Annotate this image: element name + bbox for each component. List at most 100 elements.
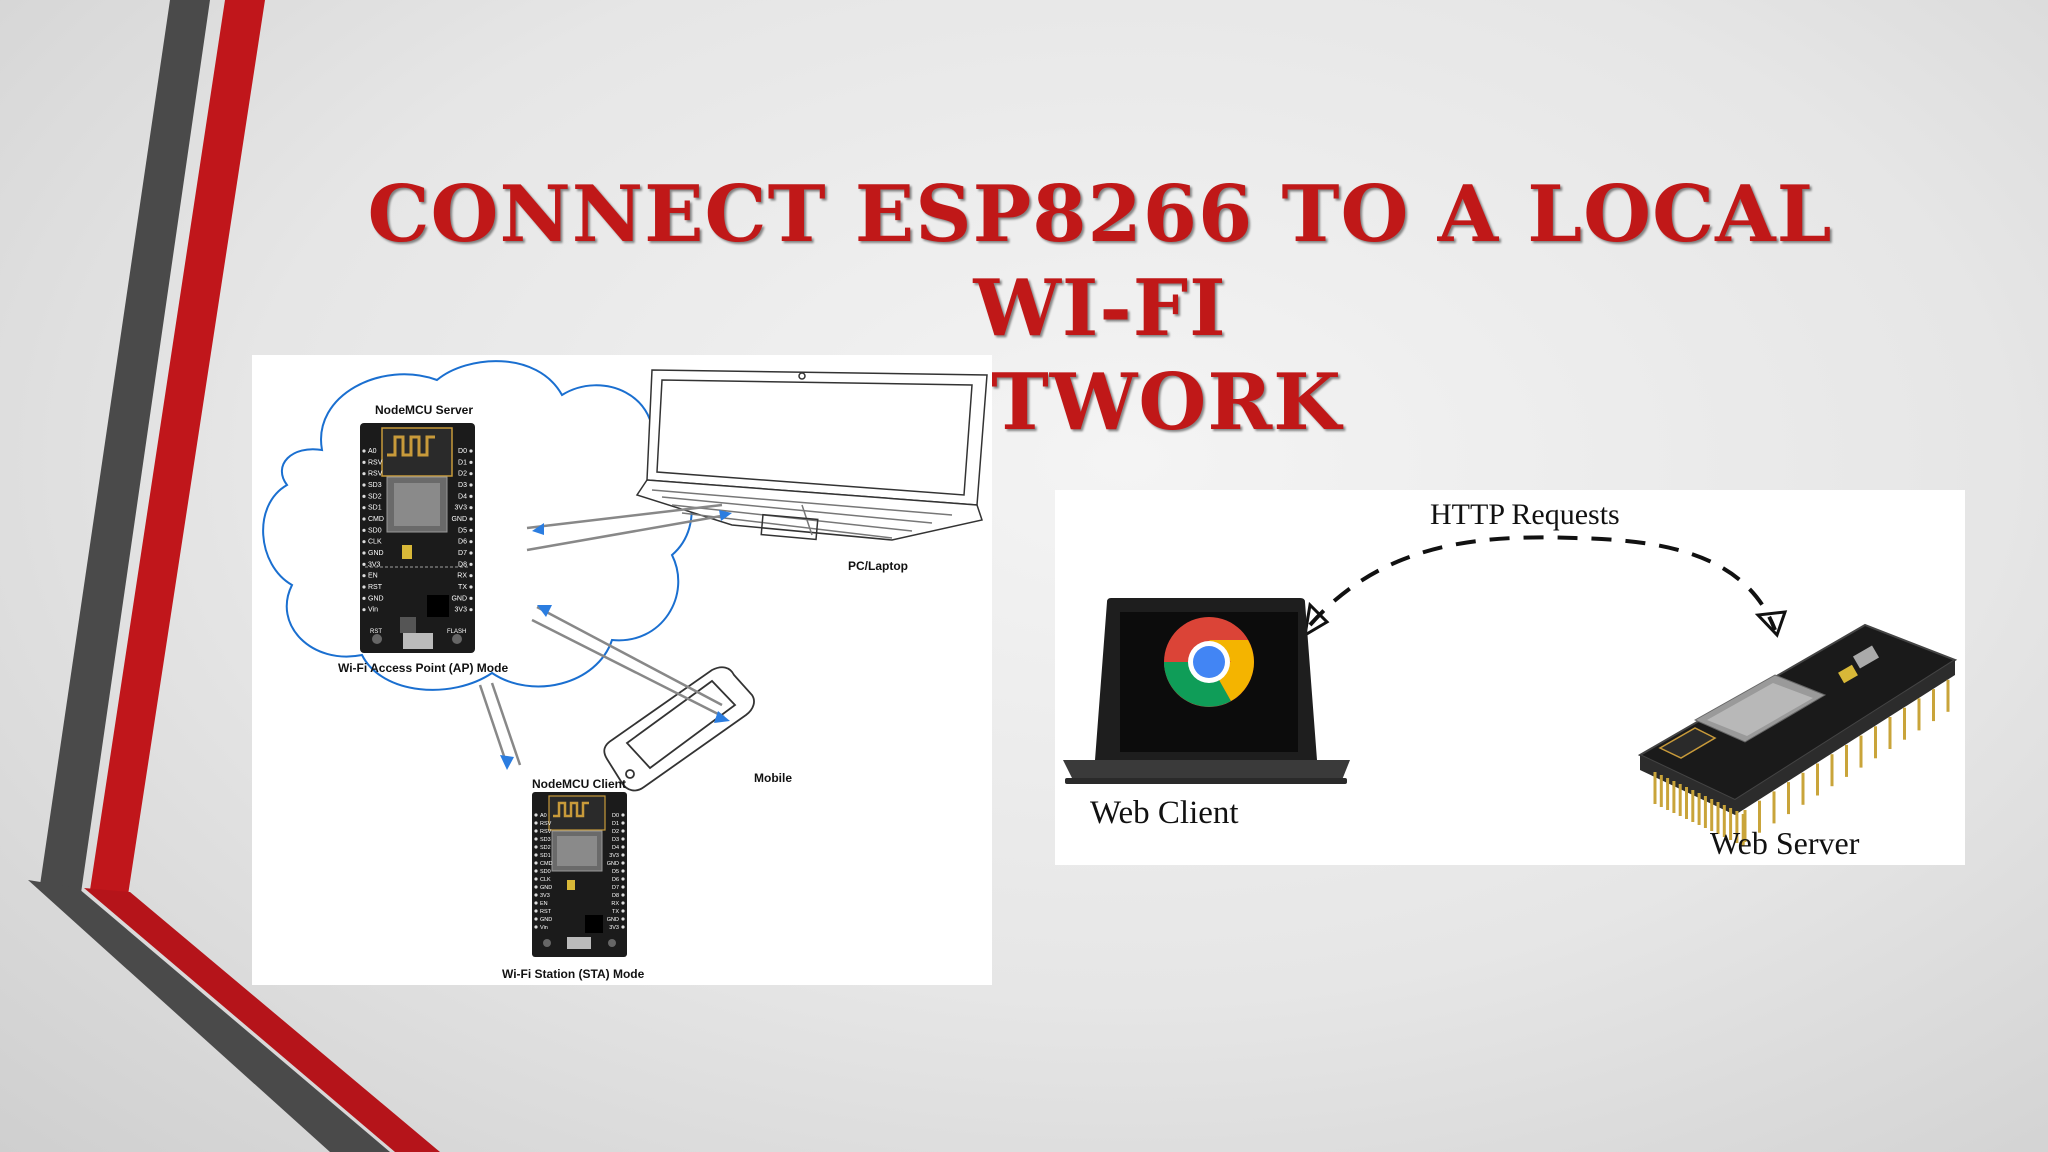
client-pin-hole <box>621 917 625 921</box>
http-requests-label: HTTP Requests <box>1430 498 1620 531</box>
client-pin-left: GND <box>540 917 552 923</box>
client-pin-hole <box>621 845 625 849</box>
server-pin-hole <box>469 494 473 498</box>
client-pin-hole <box>621 869 625 873</box>
server-pin-hole <box>469 506 473 510</box>
client-pin-hole <box>534 893 538 897</box>
client-pin-left: SD2 <box>540 845 551 851</box>
client-pin-left: RST <box>540 909 552 915</box>
server-pin-right: TX <box>458 584 467 591</box>
server-pin-hole <box>469 585 473 589</box>
client-label: NodeMCU Client <box>532 777 626 791</box>
client-pin-hole <box>621 885 625 889</box>
client-pin-hole <box>534 829 538 833</box>
client-pin-hole <box>621 853 625 857</box>
client-pin-hole <box>621 861 625 865</box>
web-client-label: Web Client <box>1090 795 1239 831</box>
client-pin-hole <box>534 909 538 913</box>
server-pin-hole <box>362 551 366 555</box>
client-pin-hole <box>621 893 625 897</box>
server-pin-hole <box>362 562 366 566</box>
client-pin-right: RX <box>611 901 619 907</box>
server-pin-left: CLK <box>368 539 382 546</box>
server-pin-left: SD3 <box>368 482 382 489</box>
server-pin-right: D6 <box>458 539 467 546</box>
server-pin-left: EN <box>368 573 378 580</box>
client-pin-right: 3V3 <box>609 925 619 931</box>
sta-mode-label: Wi-Fi Station (STA) Mode <box>502 967 645 981</box>
client-pin-left: CMD <box>540 861 553 867</box>
client-pin-right: D7 <box>612 885 619 891</box>
client-pin-hole <box>534 869 538 873</box>
red-stripe-upper <box>90 0 265 895</box>
client-pin-left: Vin <box>540 925 548 931</box>
client-pin-right: GND <box>607 861 619 867</box>
client-pin-hole <box>621 909 625 913</box>
server-pin-hole <box>469 483 473 487</box>
server-pin-hole <box>362 483 366 487</box>
esp8266-board <box>1637 623 1958 815</box>
server-client-link <box>478 682 522 770</box>
client-pin-hole <box>534 917 538 921</box>
client-pin-right: D0 <box>612 813 619 819</box>
server-pin-left: Vin <box>368 607 378 614</box>
title-line-1: Connect ESP8266 to a Local Wi-Fi <box>367 169 1833 354</box>
client-pin-hole <box>534 877 538 881</box>
server-pin-hole <box>362 460 366 464</box>
client-pin-right: GND <box>607 917 619 923</box>
client-pin-right: D3 <box>612 837 619 843</box>
server-pin-hole <box>362 585 366 589</box>
server-pin-right: D7 <box>458 550 467 557</box>
server-pin-hole <box>362 494 366 498</box>
server-pin-hole <box>469 460 473 464</box>
server-pin-hole <box>362 596 366 600</box>
server-pin-right: GND <box>451 516 467 523</box>
client-pin-right: D5 <box>612 869 619 875</box>
client-pin-left: CLK <box>540 877 551 883</box>
server-pin-right: D3 <box>458 482 467 489</box>
ap-diagram-graphics: A0RSVRSVSD3SD2SD1CMDSD0CLKGND3V3ENRSTGND… <box>262 360 988 957</box>
client-pin-right: D6 <box>612 877 619 883</box>
http-request-arc <box>1308 535 1777 631</box>
client-pin-hole <box>534 845 538 849</box>
ap-mode-label: Wi-Fi Access Point (AP) Mode <box>338 661 509 675</box>
server-pin-left: GND <box>368 550 384 557</box>
button-right-label: FLASH <box>447 629 466 635</box>
server-pin-right: RX <box>457 573 467 580</box>
client-pin-right: D1 <box>612 821 619 827</box>
client-pin-hole <box>534 837 538 841</box>
server-pin-left: RSV <box>368 459 383 466</box>
server-pin-right: 3V3 <box>455 505 468 512</box>
client-pin-hole <box>621 837 625 841</box>
server-pin-hole <box>469 574 473 578</box>
http-requests-diagram: HTTP Requests Web Client Web Server <box>1055 490 1965 865</box>
server-pin-right: D2 <box>458 471 467 478</box>
client-pin-hole <box>534 901 538 905</box>
server-pin-hole <box>469 472 473 476</box>
client-pin-hole <box>534 813 538 817</box>
server-label: NodeMCU Server <box>375 403 474 417</box>
client-pin-right: D4 <box>612 845 619 851</box>
client-pin-left: 3V3 <box>540 893 550 899</box>
server-mobile-link <box>531 605 730 723</box>
client-pin-left: SD3 <box>540 837 551 843</box>
server-pin-left: RSV <box>368 471 383 478</box>
web-server-label: Web Server <box>1710 825 1860 861</box>
server-pin-hole <box>362 472 366 476</box>
server-pin-right: 3V3 <box>455 607 468 614</box>
server-pin-hole <box>362 608 366 612</box>
button-left-label: RST <box>370 629 382 635</box>
client-pin-right: D8 <box>612 893 619 899</box>
server-pin-right: D0 <box>458 448 467 455</box>
client-pin-left: RSV <box>540 821 552 827</box>
server-pin-hole <box>362 517 366 521</box>
server-pin-right: D4 <box>458 493 467 500</box>
server-pin-left: CMD <box>368 516 384 523</box>
client-pin-hole <box>534 853 538 857</box>
client-pin-left: RSV <box>540 829 552 835</box>
http-diagram-graphics <box>1063 535 1958 846</box>
server-pin-hole <box>469 528 473 532</box>
wifi-cloud <box>262 360 693 691</box>
